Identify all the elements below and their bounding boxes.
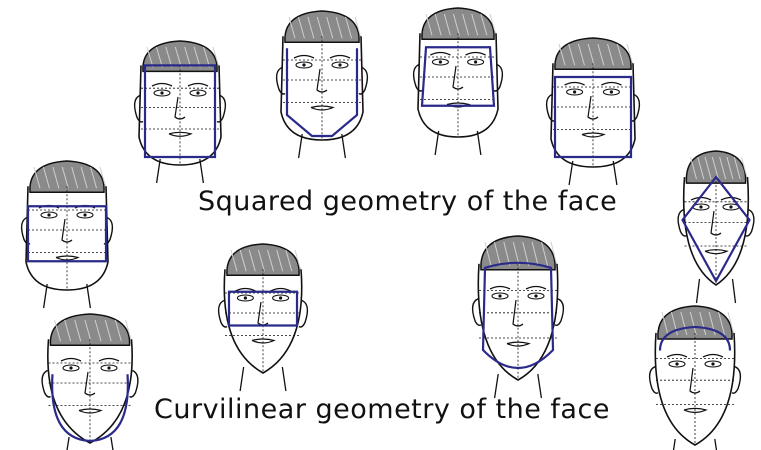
face-round — [42, 314, 138, 450]
pupil — [439, 60, 442, 63]
neck-left — [299, 134, 303, 158]
face-trapezoid-wide — [414, 8, 503, 155]
face-oval-long — [473, 236, 564, 398]
eyebrow — [61, 359, 81, 362]
pupil — [196, 91, 199, 94]
pupil — [279, 296, 282, 299]
neck-left — [697, 279, 700, 303]
neck-left — [672, 439, 676, 450]
pupil — [338, 63, 341, 66]
mouth — [582, 133, 604, 137]
neck-right — [282, 367, 286, 391]
pupil — [729, 205, 732, 208]
pupil — [573, 90, 576, 93]
face-rect-square — [547, 38, 640, 185]
pupil — [474, 60, 477, 63]
mouth — [705, 250, 727, 254]
eyebrow — [235, 289, 255, 292]
eyebrow — [667, 355, 687, 358]
face-diamond — [678, 151, 754, 303]
eyebrow — [152, 84, 172, 87]
pupil — [675, 362, 678, 365]
geometry-overlay-trapezoid-wide — [422, 47, 494, 106]
face-oval-small — [219, 244, 308, 391]
pupil — [610, 90, 613, 93]
neck-left — [157, 159, 161, 183]
eyebrow — [490, 287, 510, 290]
face-trapezoid-chin — [277, 11, 368, 158]
mouth — [56, 256, 78, 260]
eyebrow — [703, 355, 723, 358]
eyebrow — [526, 287, 546, 290]
pupil — [107, 366, 110, 369]
neck-right — [342, 134, 346, 158]
neck-right — [111, 437, 115, 450]
eyebrow — [99, 359, 119, 362]
eyebrow — [601, 83, 621, 86]
mouth — [79, 409, 101, 413]
geometry-overlay-oval-small — [229, 292, 297, 326]
pupil — [534, 294, 537, 297]
pupil — [160, 91, 163, 94]
pupil — [302, 63, 305, 66]
mouth — [252, 339, 274, 343]
face-rect-tall — [135, 41, 226, 183]
neck-right — [200, 159, 204, 183]
mouth — [311, 106, 333, 110]
neck-left — [65, 437, 69, 450]
eyebrow — [565, 83, 585, 86]
neck-left — [569, 161, 573, 185]
eyebrow — [466, 53, 486, 56]
caption-squared-geometry: Squared geometry of the face — [198, 186, 617, 217]
neck-right — [733, 279, 736, 303]
neck-right — [87, 284, 91, 308]
eyebrow — [188, 84, 208, 87]
pupil — [699, 205, 702, 208]
neck-left — [435, 131, 439, 155]
nose — [175, 97, 185, 119]
eyebrow — [330, 56, 350, 59]
pupil — [69, 366, 72, 369]
face-rect-low — [22, 161, 113, 308]
neck-left — [240, 367, 244, 391]
eyebrow — [294, 56, 314, 59]
caption-curvilinear-geometry: Curvilinear geometry of the face — [154, 394, 610, 425]
pupil — [244, 296, 247, 299]
neck-right — [613, 161, 617, 185]
pupil — [711, 362, 714, 365]
eyebrow — [271, 289, 291, 292]
face-oval-pear — [650, 306, 741, 450]
pupil — [83, 213, 86, 216]
eyebrow — [430, 53, 450, 56]
pupil — [47, 213, 50, 216]
neck-right — [477, 131, 481, 155]
pupil — [498, 294, 501, 297]
neck-right — [715, 439, 719, 450]
neck-left — [44, 284, 48, 308]
